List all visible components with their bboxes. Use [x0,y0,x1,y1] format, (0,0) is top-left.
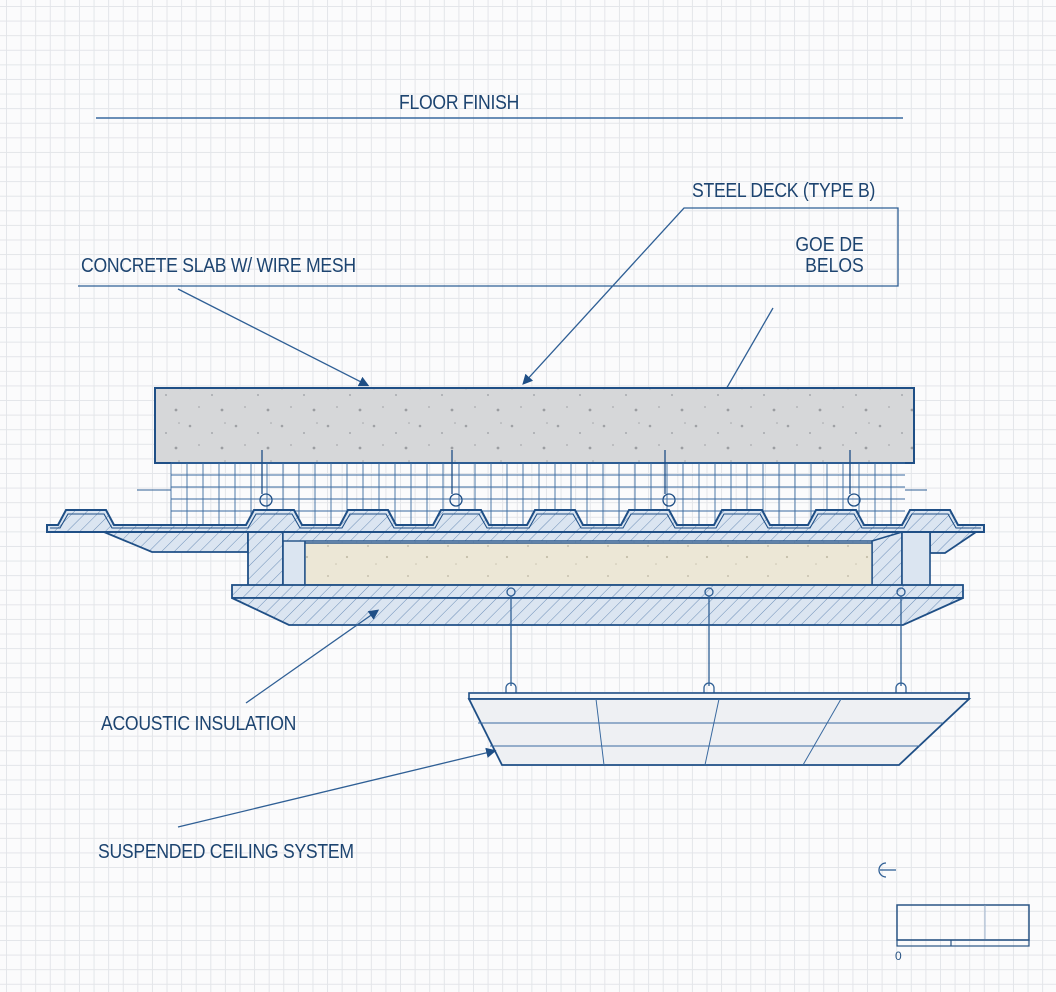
scale-bar-zero-label: 0 [895,949,902,963]
hanger-wires [505,587,907,693]
lower-beam-body [231,597,964,626]
label-floor-finish: FLOOR FINISH [399,92,520,114]
acoustic-insulation [304,542,873,586]
anchor-ring [449,493,463,507]
scale-bar [896,904,1030,947]
concrete-slab-leader [177,288,370,387]
steel-deck-inner-line [50,513,981,529]
section-symbol-icon [878,862,896,878]
ceiling-grid-line [802,698,842,766]
support-top-band [282,531,903,542]
wire-mesh [170,462,905,526]
label-goe-de-belos: GOE DE BELOS [795,234,864,277]
label-concrete-slab: CONCRETE SLAB W/ WIRE MESH [81,255,356,277]
label-steel-deck: STEEL DECK (TYPE B) [692,180,876,202]
anchor-group [259,450,861,507]
hanger-hook [895,682,907,693]
anchor-ring [847,493,861,507]
ceiling-grid-line [595,698,605,766]
steel-deck-leader-box [78,207,899,385]
ceiling-grid-line [704,698,720,766]
support-post-right [871,530,903,587]
lower-beam-top [231,584,964,599]
support-beam-left-flange [103,531,249,553]
label-acoustic-insulation: ACOUSTIC INSULATION [101,713,297,735]
steel-deck [46,509,985,533]
label-suspended-ceiling: SUSPENDED CEILING SYSTEM [98,841,354,863]
acoustic-insulation-leader [245,609,380,704]
suspended-ceiling-leader [177,747,497,828]
anchor-ring [662,493,676,507]
hanger-hook [505,682,517,693]
ceiling-panel [467,698,972,766]
concrete-slab [154,387,915,464]
support-beam-right-flange [929,531,979,554]
support-post-left [247,531,284,587]
hanger-hook [703,682,715,693]
anchor-ring [259,493,273,507]
support-post-right-outer [901,531,931,587]
